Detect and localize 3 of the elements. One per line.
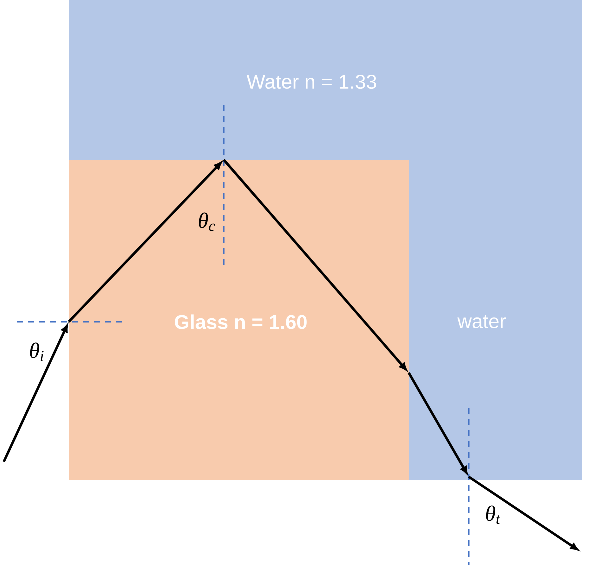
angle-label: θ$_{i}$	[30, 342, 44, 362]
angle-label: θ$_{t}$	[486, 506, 501, 524]
angle-label: θ$_{c}$	[199, 212, 216, 232]
